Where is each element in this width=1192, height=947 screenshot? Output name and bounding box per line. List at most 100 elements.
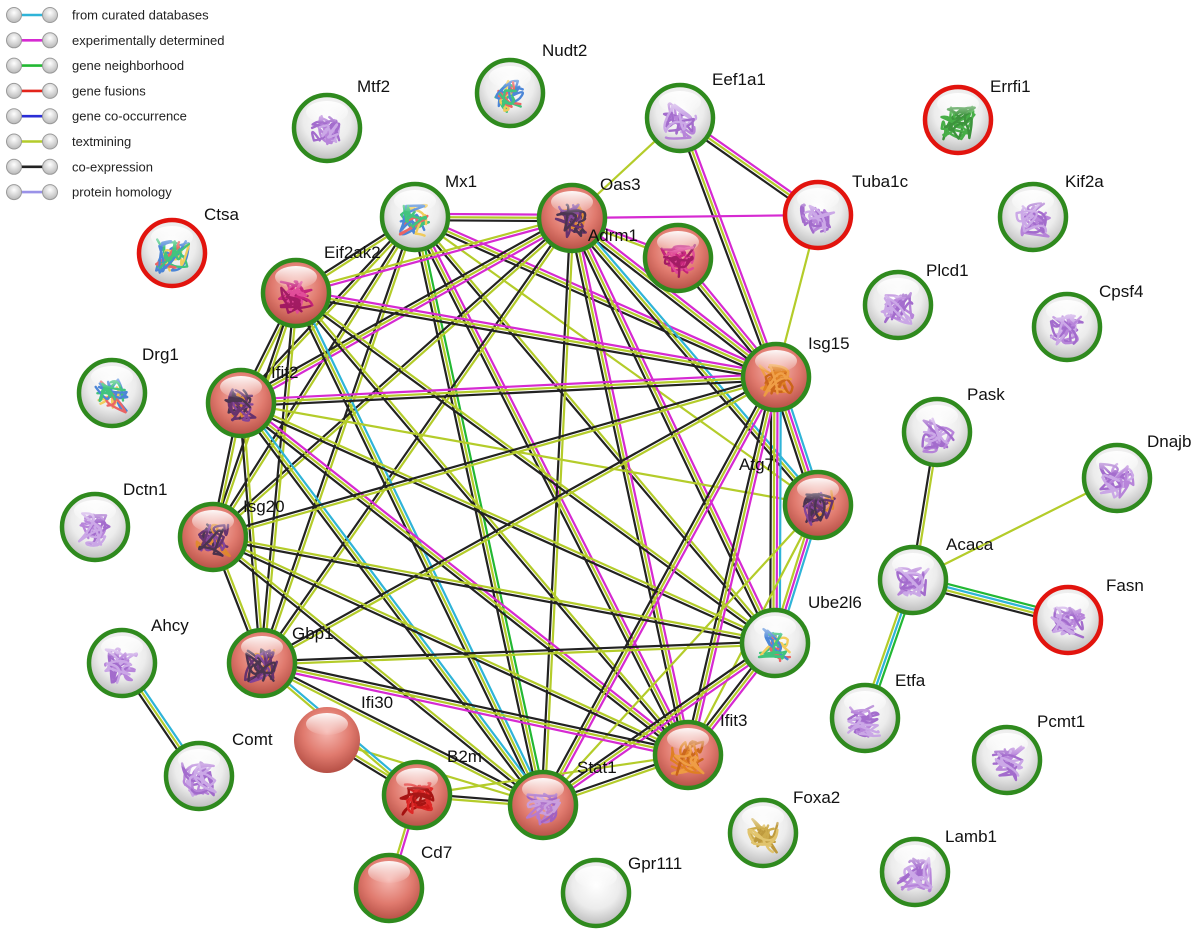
edge-evidence-line (212, 218, 575, 540)
edge-evidence-line (211, 537, 689, 758)
node-pcmt1[interactable]: Pcmt1 (971, 712, 1085, 796)
node-label: Dctn1 (123, 480, 167, 499)
node-cd7[interactable]: Cd7 (353, 843, 452, 924)
edge-evidence-line (212, 534, 690, 755)
node-label: Comt (232, 730, 273, 749)
node-etfa[interactable]: Etfa (829, 671, 926, 754)
legend-label: from curated databases (72, 8, 209, 23)
edge-evidence-line (570, 213, 820, 220)
edge-evidence-line (413, 215, 690, 757)
protein-structure (847, 704, 881, 738)
node-label: Drg1 (142, 345, 179, 364)
node-label: Mtf2 (357, 77, 390, 96)
node-adrm1[interactable]: Adrm1 (588, 222, 714, 294)
node-plcd1[interactable]: Plcd1 (862, 261, 969, 341)
node-label: Dnajb1 (1147, 432, 1192, 451)
node-comt[interactable]: Comt (163, 730, 273, 812)
node-stat1[interactable]: Stat1 (507, 758, 617, 841)
node-highlight (667, 728, 709, 750)
edge-dnajb1-acaca (911, 476, 1119, 582)
legend-node-right (42, 82, 58, 99)
edge-evidence-line (239, 375, 778, 405)
node-highlight (306, 713, 348, 735)
node-pask[interactable]: Pask (901, 385, 1005, 468)
node-tuba1c[interactable]: Tuba1c (782, 172, 909, 251)
protein-structure (77, 512, 111, 547)
node-oas3[interactable]: Oas3 (536, 175, 641, 254)
node-dnajb1[interactable]: Dnajb1 (1081, 432, 1192, 514)
node-kif2a[interactable]: Kif2a (997, 172, 1104, 253)
legend-node-right (42, 158, 58, 175)
node-highlight (797, 188, 839, 210)
node-label: Cd7 (421, 843, 452, 862)
protein-structure (758, 363, 794, 397)
edge-evidence-line (568, 218, 774, 646)
node-foxa2[interactable]: Foxa2 (727, 788, 840, 869)
node-lamb1[interactable]: Lamb1 (879, 827, 997, 908)
edge-ifit2-isg15 (239, 372, 778, 408)
node-acaca[interactable]: Acaca (877, 535, 994, 616)
node-highlight (394, 190, 436, 212)
node-atg7[interactable]: Atg7 (739, 455, 854, 541)
protein-structure (310, 115, 341, 146)
node-label: Pask (967, 385, 1005, 404)
edge-evidence-line (690, 376, 781, 757)
legend-node-right (42, 184, 58, 201)
legend-item: gene neighborhood (6, 57, 184, 74)
node-mtf2[interactable]: Mtf2 (291, 77, 390, 164)
legend-node-left (6, 184, 22, 201)
node-eef1a1[interactable]: Eef1a1 (644, 70, 766, 154)
node-drg1[interactable]: Drg1 (76, 345, 179, 429)
node-gpr111[interactable]: Gpr111 (560, 854, 682, 929)
edge-evidence-line (295, 288, 778, 375)
node-ahcy[interactable]: Ahcy (86, 616, 189, 699)
node-label: Stat1 (577, 758, 617, 777)
node-ifit3[interactable]: Ifit3 (652, 711, 747, 791)
node-highlight (1047, 593, 1089, 615)
node-isg15[interactable]: Isg15 (740, 334, 850, 413)
node-highlight (755, 350, 797, 372)
edge-evidence-line (262, 217, 575, 666)
edge-evidence-line (210, 215, 573, 537)
node-nudt2[interactable]: Nudt2 (474, 41, 587, 129)
node-label: Fasn (1106, 576, 1144, 595)
node-b2m[interactable]: B2m (381, 747, 482, 831)
node-highlight (551, 191, 593, 213)
node-label: Ube2l6 (808, 593, 862, 612)
edge-evidence-line (261, 658, 690, 753)
node-dctn1[interactable]: Dctn1 (59, 480, 167, 563)
node-ifit2[interactable]: Ifit2 (205, 363, 298, 439)
legend-item: gene co-occurrence (6, 108, 187, 125)
node-label: Ifit3 (720, 711, 747, 730)
edge-evidence-line (543, 644, 778, 809)
node-isg20[interactable]: Isg20 (177, 497, 285, 573)
edge-isg20-stat1 (210, 534, 546, 808)
edge-evidence-line (775, 375, 779, 645)
node-eif2ak2[interactable]: Eif2ak2 (260, 243, 381, 329)
legend-item: gene fusions (6, 82, 146, 99)
node-highlight (306, 101, 348, 123)
edge-evidence-line (261, 377, 778, 666)
node-ctsa[interactable]: Ctsa (136, 205, 240, 289)
node-ifi30[interactable]: Ifi30 (294, 693, 393, 773)
node-highlight (91, 366, 133, 388)
legend-item: protein homology (6, 184, 172, 201)
node-label: Kif2a (1065, 172, 1104, 191)
edge-oas3-isg20 (210, 215, 575, 540)
edge-evidence-line (541, 641, 777, 807)
edge-evidence-line (261, 660, 545, 805)
node-mx1[interactable]: Mx1 (379, 172, 477, 253)
legend-label: gene fusions (72, 83, 146, 98)
node-fasn[interactable]: Fasn (1032, 576, 1144, 656)
legend-node-left (6, 133, 22, 150)
edge-oas3-stat1 (540, 216, 575, 807)
node-label: Mx1 (445, 172, 477, 191)
legend-node-right (42, 32, 58, 49)
edge-ifit2-gbp1 (238, 401, 265, 665)
node-ube2l6[interactable]: Ube2l6 (739, 593, 862, 679)
legend-label: textmining (72, 134, 131, 149)
edge-evidence-line (293, 293, 776, 646)
node-errfi1[interactable]: Errfi1 (922, 77, 1031, 156)
node-cpsf4[interactable]: Cpsf4 (1031, 282, 1143, 363)
node-gbp1[interactable]: Gbp1 (226, 624, 334, 699)
